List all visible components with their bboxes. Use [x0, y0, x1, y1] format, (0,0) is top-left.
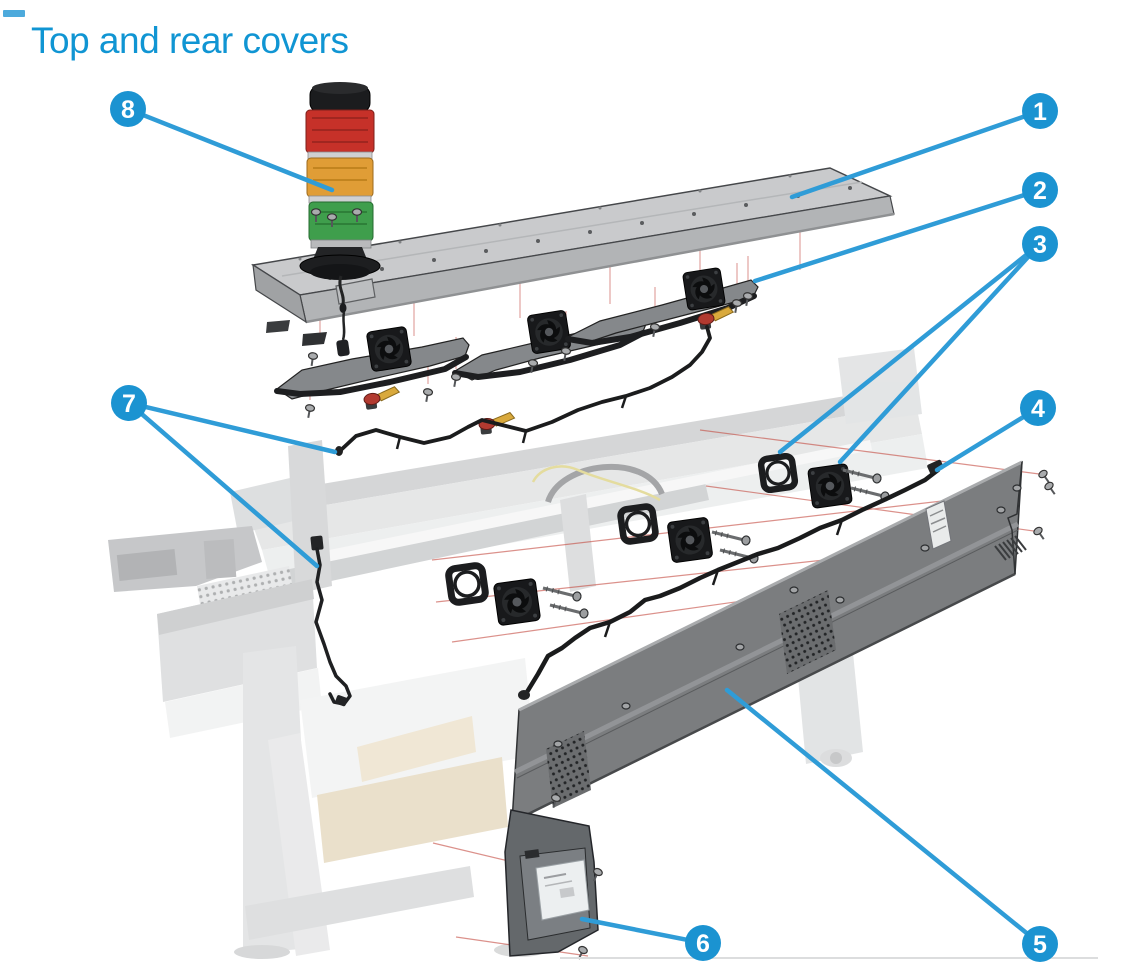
- leader-line-7: [143, 404, 338, 455]
- carry-handle: [545, 463, 665, 504]
- beacon-green-segment: [308, 201, 374, 242]
- leader-line-6: [579, 916, 689, 942]
- callout-circle-2: [1022, 172, 1058, 208]
- leader-line-2: [752, 192, 1027, 284]
- power-switch-bracket: [504, 792, 605, 962]
- cooling-fan-1: [492, 577, 542, 627]
- callout-3: 3: [777, 226, 1058, 465]
- page-corner-mark: [3, 10, 25, 17]
- callout-circle-1: [1022, 93, 1058, 129]
- beacon-cable: [336, 275, 350, 357]
- callout-number-8: 8: [121, 96, 135, 124]
- callout-number-3: 3: [1033, 231, 1047, 259]
- panel-label: [925, 500, 952, 550]
- callout-number-5: 5: [1033, 931, 1047, 959]
- beacon-light: [299, 82, 381, 357]
- callout-8: 8: [110, 91, 335, 193]
- callout-circle-6: [685, 925, 721, 961]
- rear-cover-screws: [1031, 467, 1060, 543]
- aerosol-fan-module-3: [565, 266, 759, 346]
- callout-4: 4: [934, 390, 1056, 473]
- vent-grille-left: [546, 731, 591, 808]
- leader-line-7: [139, 411, 320, 569]
- latch-clip-1: [362, 385, 402, 411]
- fan-gasket-2: [620, 506, 656, 542]
- callout-number-7: 7: [122, 390, 136, 418]
- beacon-amber-segment: [306, 157, 374, 198]
- leader-line-1: [789, 114, 1027, 200]
- leader-line-3: [777, 252, 1029, 455]
- top-cover: [250, 167, 895, 368]
- callouts-layer: 1 2 3 4 5 6 7 8: [110, 91, 1058, 962]
- callout-number-4: 4: [1031, 395, 1045, 423]
- vent-grille-right: [779, 590, 836, 674]
- panel-screw-heads: [553, 484, 1022, 748]
- beacon-red-segment: [305, 109, 375, 154]
- callout-1: 1: [789, 93, 1058, 200]
- callout-number-2: 2: [1033, 177, 1047, 205]
- cooling-fan-2: [666, 516, 714, 564]
- cover-back-holes: [298, 174, 792, 261]
- fan-gasket-1: [448, 565, 486, 603]
- callout-number-1: 1: [1033, 98, 1047, 126]
- callout-5: 5: [724, 687, 1058, 962]
- corner-bracket-1: [266, 320, 290, 333]
- printer-chassis-faded: [108, 348, 928, 959]
- aerosol-fan-module-1: [274, 325, 470, 400]
- leader-line-8: [141, 113, 335, 193]
- figure-title: Top and rear covers: [31, 20, 349, 61]
- callout-circle-3: [1022, 226, 1058, 262]
- leader-line-4: [934, 414, 1026, 473]
- callout-circle-7: [111, 385, 147, 421]
- callout-circle-4: [1020, 390, 1056, 426]
- callout-6: 6: [579, 916, 721, 961]
- leader-line-3: [837, 254, 1031, 465]
- module-cable-harness: [335, 325, 712, 456]
- corner-bracket-2: [302, 332, 327, 346]
- aerosol-fan-modules: [274, 266, 759, 456]
- callout-7: 7: [111, 385, 338, 569]
- callout-number-6: 6: [696, 930, 710, 958]
- callout-circle-5: [1022, 926, 1058, 962]
- vent-slats-corner: [994, 535, 1027, 561]
- rear-cover-panel: [510, 460, 1027, 867]
- beacon-cable-cutout: [335, 278, 376, 305]
- yellow-wire: [531, 465, 661, 502]
- callout-circle-8: [110, 91, 146, 127]
- leader-line-5: [724, 687, 1030, 936]
- beacon-extension-cable: [310, 535, 352, 707]
- callout-2: 2: [752, 172, 1058, 284]
- switch-label: [535, 859, 590, 921]
